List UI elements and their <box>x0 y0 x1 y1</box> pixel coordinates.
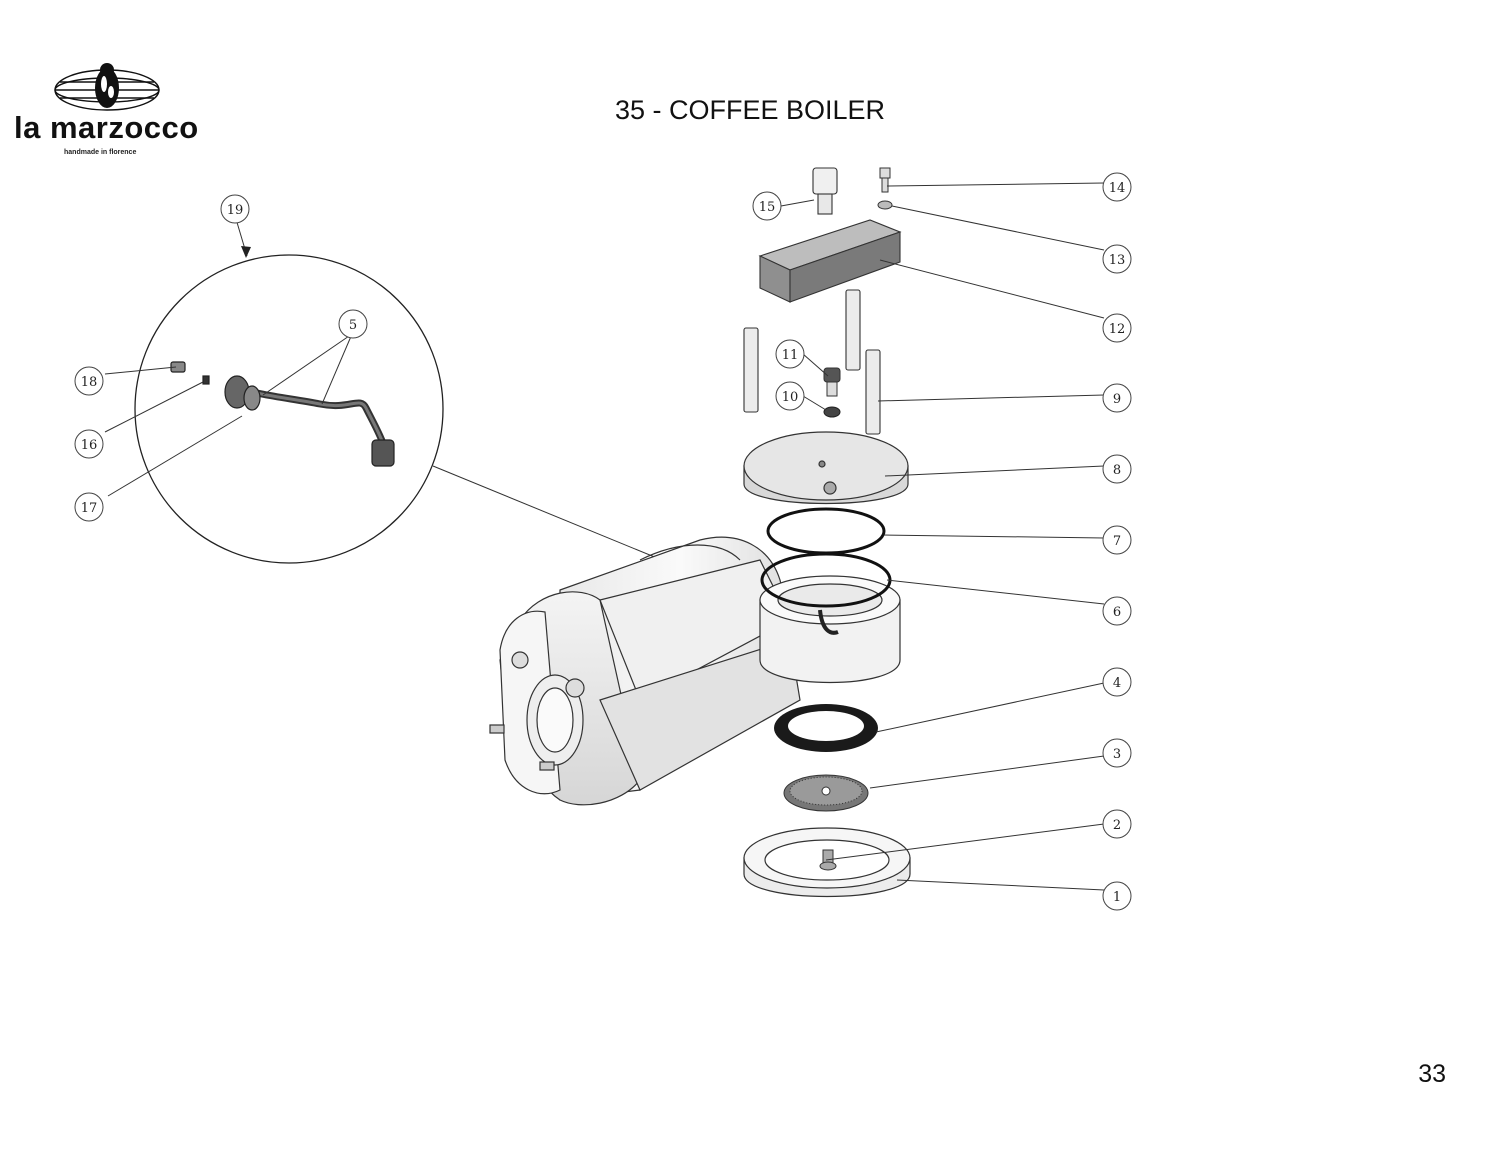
callout-19: 19 <box>227 203 244 218</box>
part-2-screw <box>819 849 837 871</box>
callout-4: 4 <box>1113 676 1121 691</box>
callout-14: 14 <box>1109 181 1126 196</box>
callout-3: 3 <box>1113 747 1121 762</box>
part-10-washer <box>823 406 841 418</box>
callouts <box>74 172 1132 911</box>
callout-11: 11 <box>782 348 799 363</box>
brand-tagline: handmade in florence <box>64 149 137 156</box>
part-7-gasket <box>766 507 886 555</box>
callout-18: 18 <box>81 375 98 390</box>
callout-7: 7 <box>1113 534 1121 549</box>
callout-15: 15 <box>759 200 776 215</box>
part-14-screw <box>879 167 891 193</box>
part-8-plate <box>743 431 909 505</box>
arrow-19 <box>241 246 251 258</box>
boiler-body <box>489 536 801 806</box>
callout-9: 9 <box>1113 392 1121 407</box>
callout-16: 16 <box>81 438 98 453</box>
group-head <box>759 575 901 683</box>
callout-1: 1 <box>1113 890 1121 905</box>
callout-13: 13 <box>1109 253 1126 268</box>
part-11-fitting <box>823 367 841 397</box>
part-13-washer <box>877 200 893 210</box>
part-1-ring <box>743 827 911 898</box>
callout-10: 10 <box>782 390 799 405</box>
callout-12: 12 <box>1109 322 1126 337</box>
callout-8: 8 <box>1113 463 1121 478</box>
brand-name: la marzocco <box>14 110 199 145</box>
part-4-gasket <box>774 704 878 752</box>
page-number: 33 <box>1418 1060 1446 1088</box>
part-3-shower-screen <box>783 774 869 812</box>
part-15-screw <box>812 167 838 215</box>
brand-logo-icon <box>54 63 160 111</box>
callout-17: 17 <box>81 501 98 516</box>
part-12-block <box>758 219 902 303</box>
callout-6: 6 <box>1113 605 1121 620</box>
callout-5: 5 <box>349 318 357 333</box>
leader-lines <box>104 182 1105 891</box>
detail-view-circle <box>134 254 444 564</box>
pipe-assembly <box>170 361 395 467</box>
page-title: 35 - COFFEE BOILER <box>614 95 886 125</box>
callout-2: 2 <box>1113 818 1121 833</box>
part-9-screws <box>743 289 881 435</box>
